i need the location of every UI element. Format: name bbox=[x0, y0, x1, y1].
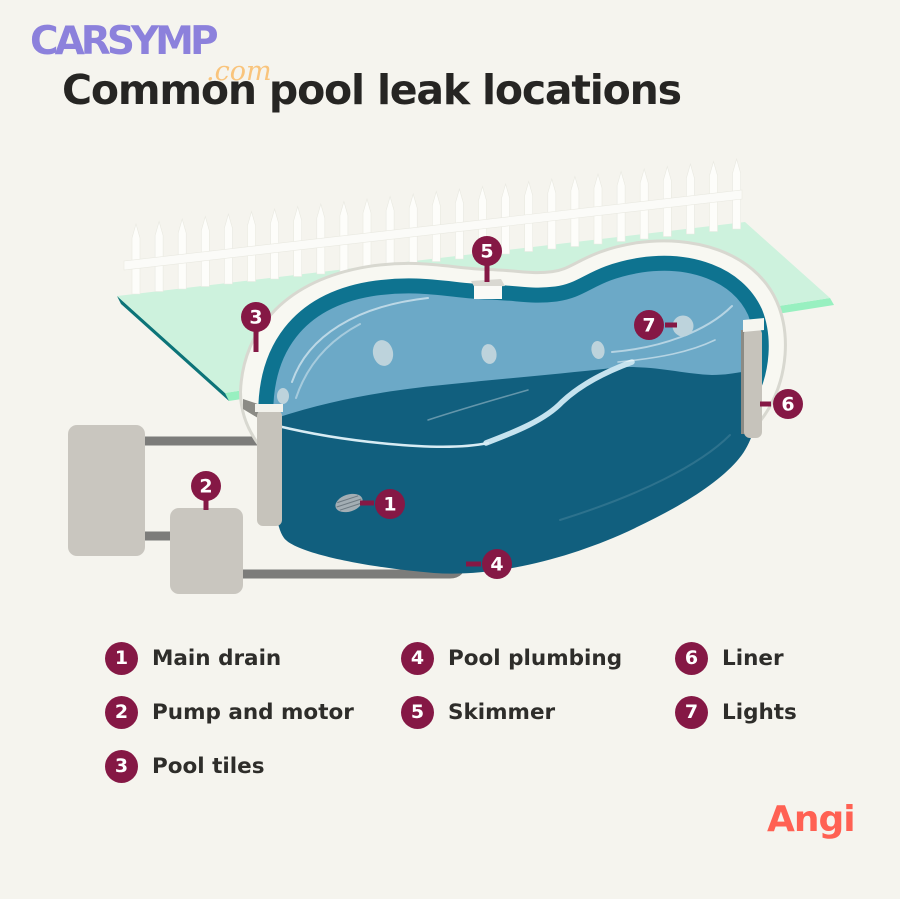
marker-circle bbox=[375, 489, 405, 519]
legend-item-pump-and-motor: 2 Pump and motor bbox=[105, 695, 354, 729]
diagram-marker-5-skimmer: 5 bbox=[472, 236, 502, 282]
watermark: CARSYMP .com bbox=[30, 19, 272, 85]
grass-edge-dark bbox=[117, 296, 229, 401]
legend-column-3: 6 Liner 7 Lights bbox=[675, 641, 797, 749]
ripple-left-1 bbox=[291, 297, 429, 383]
liner-wall-edge bbox=[741, 330, 745, 434]
surface-dot bbox=[591, 341, 605, 359]
diagram-marker-7-lights: 7 bbox=[634, 310, 677, 340]
legend-label: Lights bbox=[722, 699, 797, 725]
left-wall-cap bbox=[255, 404, 283, 412]
marker-circle bbox=[773, 389, 803, 419]
diagram-markers: 1 2 3 4 5 6 7 bbox=[191, 236, 803, 579]
angi-logo: Angi bbox=[767, 799, 856, 840]
ripple-right-1 bbox=[611, 305, 733, 353]
pump-motor-box bbox=[170, 508, 243, 594]
marker-number: 6 bbox=[781, 394, 794, 416]
marker-number: 7 bbox=[642, 315, 655, 337]
marker-circle bbox=[241, 302, 271, 332]
legend-item-lights: 7 Lights bbox=[675, 695, 797, 729]
skimmer-box bbox=[471, 279, 505, 299]
legend-number-badge: 1 bbox=[105, 641, 138, 675]
marker-number: 5 bbox=[480, 241, 493, 263]
waterline-step-highlight bbox=[483, 359, 635, 446]
surface-dot bbox=[481, 344, 497, 364]
main-drain bbox=[335, 493, 363, 513]
legend-label: Pool tiles bbox=[152, 753, 265, 779]
legend-label: Pump and motor bbox=[152, 699, 354, 725]
legend-column-1: 1 Main drain 2 Pump and motor 3 Pool tiles bbox=[105, 641, 354, 803]
legend-item-pool-plumbing: 4 Pool plumbing bbox=[401, 641, 622, 675]
legend-item-skimmer: 5 Skimmer bbox=[401, 695, 622, 729]
diagram-marker-1-main-drain: 1 bbox=[360, 489, 405, 519]
diagram-marker-4-pool-plumbing: 4 bbox=[466, 549, 512, 579]
legend-label: Liner bbox=[722, 645, 784, 671]
left-pool-wall bbox=[243, 399, 283, 526]
skimmer-top bbox=[471, 279, 505, 288]
watermark-suffix: .com bbox=[206, 56, 272, 87]
pool-tile-rim bbox=[258, 255, 769, 432]
filter-box bbox=[68, 425, 145, 556]
diagram-marker-6-liner: 6 bbox=[760, 389, 803, 419]
legend-number-badge: 6 bbox=[675, 641, 708, 675]
liner-wall-face bbox=[744, 328, 762, 438]
marker-circle bbox=[191, 471, 221, 501]
pool-light bbox=[672, 315, 694, 337]
ripple-right-2 bbox=[617, 339, 716, 363]
marker-number: 3 bbox=[249, 307, 262, 329]
marker-circle bbox=[634, 310, 664, 340]
fence-picket bbox=[154, 220, 164, 292]
surface-dot bbox=[277, 388, 289, 404]
legend-item-pool-tiles: 3 Pool tiles bbox=[105, 749, 354, 783]
marker-circle bbox=[482, 549, 512, 579]
marker-number: 1 bbox=[383, 494, 396, 516]
marker-number: 2 bbox=[199, 476, 212, 498]
ripple-left-2 bbox=[295, 323, 361, 399]
skimmer-front bbox=[474, 286, 502, 299]
marker-circle bbox=[472, 236, 502, 266]
liner-wall bbox=[741, 318, 764, 438]
legend-label: Pool plumbing bbox=[448, 645, 623, 671]
diagram-marker-2-pump-and-motor: 2 bbox=[191, 471, 221, 510]
legend-item-main-drain: 1 Main drain bbox=[105, 641, 354, 675]
fence-picket bbox=[177, 217, 187, 290]
marker-number: 4 bbox=[490, 554, 503, 576]
diagram-marker-3-pool-tiles: 3 bbox=[241, 302, 271, 352]
page-title: Common pool leak locations bbox=[62, 66, 682, 114]
legend-number-badge: 4 bbox=[401, 641, 434, 675]
fence-picket bbox=[131, 222, 141, 295]
legend-label: Skimmer bbox=[448, 699, 556, 725]
legend-number-badge: 7 bbox=[675, 695, 708, 729]
liner-wall-cap bbox=[743, 318, 764, 332]
left-wall bbox=[257, 410, 282, 526]
surface-dot bbox=[372, 340, 394, 366]
fence-rail bbox=[123, 189, 743, 271]
deep-body-sheen bbox=[559, 434, 731, 521]
watermark-brand: CARSYMP bbox=[30, 19, 219, 64]
legend-number-badge: 5 bbox=[401, 695, 434, 729]
ripple-mid bbox=[427, 389, 529, 421]
legend-column-2: 4 Pool plumbing 5 Skimmer bbox=[401, 641, 622, 749]
legend-label: Main drain bbox=[152, 645, 282, 671]
legend-number-badge: 3 bbox=[105, 749, 138, 783]
waterline-highlights bbox=[276, 297, 733, 521]
legend-number-badge: 2 bbox=[105, 695, 138, 729]
left-wall-shadow bbox=[243, 399, 258, 418]
legend-item-liner: 6 Liner bbox=[675, 641, 797, 675]
waterline-arc bbox=[276, 424, 490, 448]
water-deep-body bbox=[273, 367, 757, 574]
surface-dots bbox=[277, 315, 694, 404]
